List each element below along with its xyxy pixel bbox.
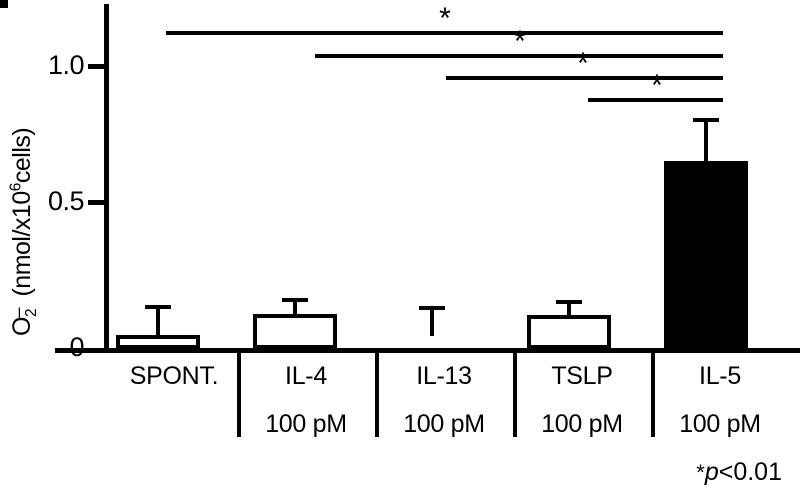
p-value-footnote: *p<0.01 [696, 458, 782, 487]
bar-il5 [664, 161, 748, 349]
error-bar-stem-il5 [704, 118, 708, 164]
bar-il4 [253, 314, 337, 349]
error-bar-cap-spont [145, 305, 171, 309]
x-axis-label-il13: IL-13 [416, 362, 472, 390]
group-separator-1 [237, 353, 241, 437]
error-bar-cap-il13 [419, 306, 445, 310]
x-axis-label-tslp: TSLP [551, 362, 613, 390]
y-axis-label-units: (nmol/x106cells) [8, 127, 37, 303]
significance-star-2: * [514, 25, 526, 58]
significance-star-1: * [439, 2, 451, 35]
group-separator-3 [513, 353, 517, 437]
x-axis-dose-tslp: 100 pM [541, 410, 623, 438]
significance-star-3: * [577, 47, 589, 80]
y-axis-label-superscript-minus: – [7, 307, 29, 318]
y-axis-line [104, 4, 109, 352]
x-axis-dose-il5: 100 pM [679, 410, 761, 438]
y-axis-label: O2– (nmol/x106cells) [7, 127, 41, 336]
error-bar-cap-tslp [556, 300, 582, 304]
x-axis-label-il5: IL-5 [699, 362, 741, 390]
significance-star-4: * [651, 69, 663, 102]
x-axis-dose-il4: 100 pM [265, 410, 347, 438]
x-axis-dose-il13: 100 pM [403, 410, 485, 438]
x-axis-label-il4: IL-4 [285, 362, 327, 390]
y-tick-label-0.5: 0.5 [47, 186, 85, 216]
error-bar-stem-il13 [430, 306, 434, 336]
y-tick-label-1.0: 1.0 [47, 50, 85, 80]
x-axis-label-spont: SPONT. [129, 362, 219, 390]
error-bar-cap-il4 [282, 298, 308, 302]
y-tick-1.0 [88, 64, 105, 69]
bar-spont [116, 335, 200, 349]
group-separator-2 [375, 353, 379, 437]
error-bar-stem-tslp [567, 300, 571, 317]
group-separator-4 [651, 353, 655, 437]
footnote-p-italic: p [704, 458, 719, 486]
error-bar-stem-spont [156, 305, 160, 337]
significance-line-2 [315, 54, 723, 58]
footnote-asterisk: * [696, 460, 705, 485]
footnote-threshold: <0.01 [718, 458, 782, 486]
significance-line-1 [166, 31, 723, 35]
y-tick-0.5 [88, 200, 105, 205]
bar-tslp [527, 315, 611, 349]
y-tick-label-0: 0 [69, 332, 84, 362]
error-bar-cap-il5 [693, 118, 719, 122]
significance-line-3 [446, 76, 723, 80]
bar-il13 [0, 0, 8, 8]
x-axis-line [55, 348, 800, 353]
y-axis-label-species: O2– [7, 307, 41, 336]
significance-line-4 [588, 98, 723, 102]
error-bar-stem-il4 [293, 298, 297, 316]
